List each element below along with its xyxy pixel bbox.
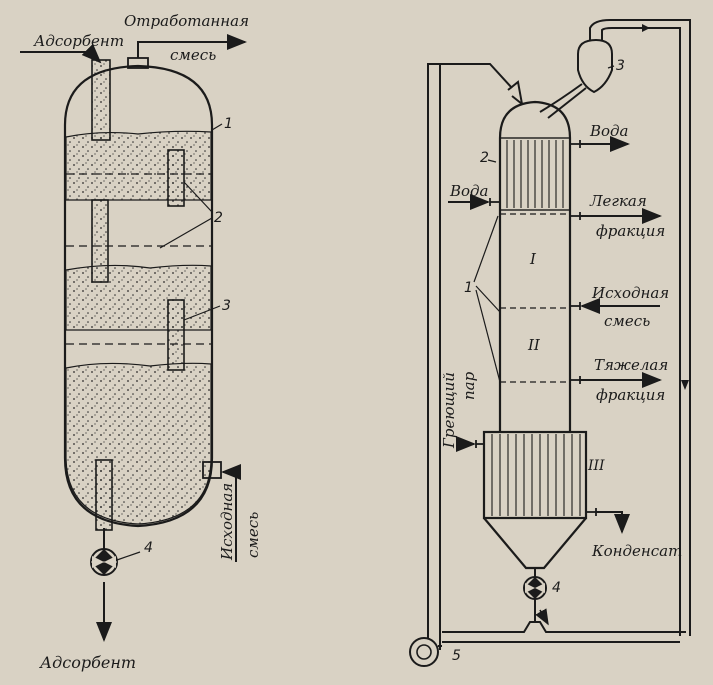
label-feed-1: Исходная <box>218 483 236 561</box>
cyclone-3 <box>539 19 691 636</box>
adsorbent-inlet-arrow <box>20 43 102 64</box>
bottom-line-upper <box>442 621 686 633</box>
label-water-top: Вода <box>589 122 629 140</box>
label-condensate: Конденсат <box>591 542 682 560</box>
label-adsorbent-out: Адсорбент <box>39 653 136 672</box>
return-line-left <box>427 63 513 660</box>
valve-4-right <box>523 576 549 626</box>
callout-1-right: 1 <box>464 280 473 296</box>
callout-2-left: 2 <box>214 210 223 226</box>
callout-1-left: 1 <box>224 116 233 132</box>
condensate-arrow <box>596 511 630 534</box>
feed-inlet-arrow <box>221 464 241 562</box>
label-heavy-1: Тяжелая <box>594 356 668 374</box>
zone-label-1: I <box>529 250 537 268</box>
label-feed-right-2: смесь <box>604 312 650 330</box>
callout-5-right: 5 <box>452 648 461 664</box>
callout-3-left: 3 <box>222 298 231 314</box>
desorber-column <box>482 100 588 578</box>
adsorber-column <box>63 57 222 531</box>
label-water-in: Вода <box>449 182 489 200</box>
label-spent-mixture-2: смесь <box>170 46 216 64</box>
label-adsorbent-in: Адсорбент <box>33 32 124 50</box>
zone-label-2: II <box>527 336 541 354</box>
callout-3-right: 3 <box>616 58 625 74</box>
callout-2-right: 2 <box>480 150 489 166</box>
label-feed-right-1: Исходная <box>591 284 669 302</box>
valve-4-left <box>90 528 118 576</box>
blower-5 <box>409 637 442 667</box>
label-spent-mixture-1: Отработанная <box>124 12 249 30</box>
label-steam-2: пар <box>460 371 478 400</box>
spent-mixture-arrow <box>137 34 247 58</box>
callout-4-left: 4 <box>144 540 153 556</box>
label-heavy-2: фракция <box>596 386 665 404</box>
label-steam-1: Греющий <box>440 372 458 449</box>
zone-label-3: III <box>587 458 605 474</box>
label-light-2: фракция <box>596 222 665 240</box>
callout-4-right: 4 <box>552 580 561 596</box>
label-feed-2: смесь <box>244 512 262 558</box>
label-light-1: Легкая <box>589 192 647 210</box>
